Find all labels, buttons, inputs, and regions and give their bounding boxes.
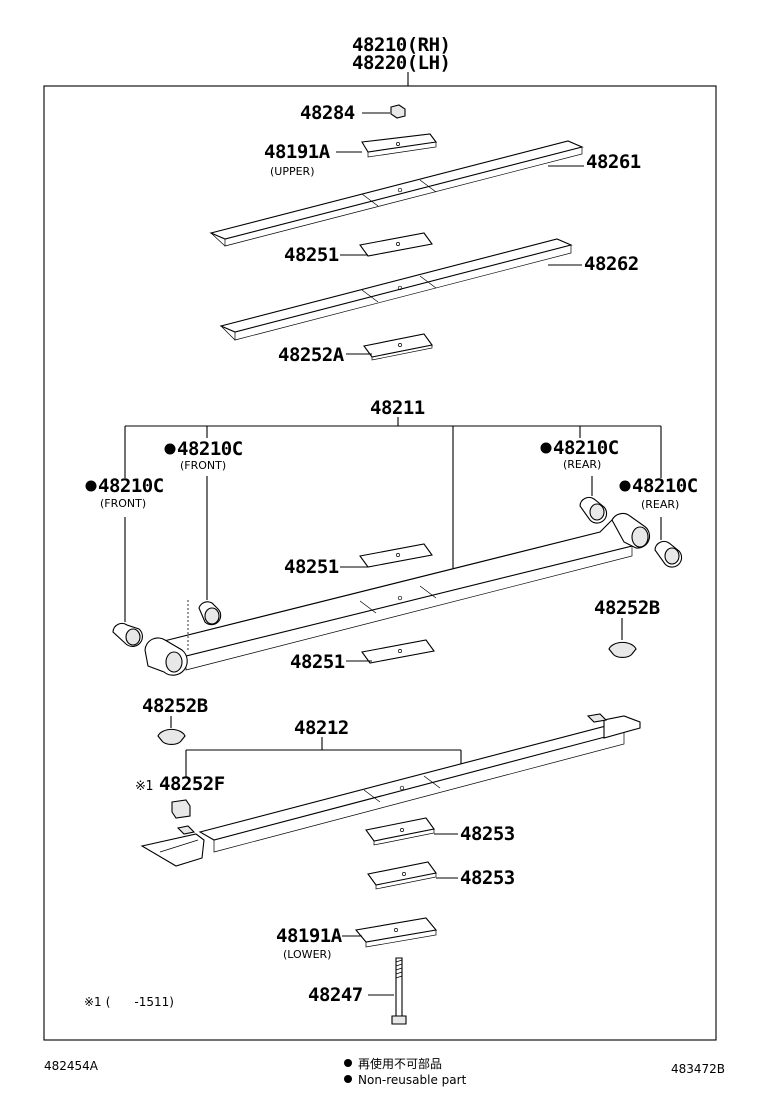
insert-48252a-shape xyxy=(363,333,433,358)
clip-48252b-right[interactable]: 48252B xyxy=(594,597,660,658)
bushing-rear-inner-note: (REAR) xyxy=(563,458,601,471)
insert-48252a[interactable]: 48252A xyxy=(278,333,433,366)
main-leaf-48211[interactable] xyxy=(144,512,651,676)
assembly-lh-label: 48220(LH) xyxy=(352,52,450,74)
non-reusable-dot-icon xyxy=(619,480,631,492)
insert-48251-b[interactable]: 48251 xyxy=(284,543,433,578)
code-left: 482454A xyxy=(44,1059,99,1073)
clip-f-icon xyxy=(171,799,191,819)
clip-f-label: 48252F xyxy=(159,773,225,795)
clip-left-icon xyxy=(157,728,186,745)
assembly-frame xyxy=(43,85,717,1041)
legend-en: Non-reusable part xyxy=(358,1073,467,1087)
insert-48253-a-shape xyxy=(365,817,435,842)
insert-48253-a[interactable]: 48253 xyxy=(365,817,515,846)
center-bolt-head xyxy=(391,1015,407,1025)
insert-48251-c-shape xyxy=(361,639,435,664)
legend-dot-icon xyxy=(344,1059,352,1067)
insert-48253-a-label: 48253 xyxy=(460,823,515,845)
bushing-front-inner[interactable]: 48210C (FRONT) xyxy=(164,438,243,626)
insert-48253-b[interactable]: 48253 xyxy=(367,861,515,890)
second-leaf-label: 48212 xyxy=(294,717,349,739)
footnote: ※1( -1511) xyxy=(84,995,174,1009)
lower-pad-note: (LOWER) xyxy=(283,948,331,961)
leaf-48261-label: 48261 xyxy=(586,151,641,173)
bushing-rear-inner[interactable]: 48210C (REAR) xyxy=(540,437,619,524)
non-reusable-dot-icon xyxy=(164,443,176,455)
code-right: 483472B xyxy=(671,1062,725,1076)
upper-pad-note: (UPPER) xyxy=(270,165,315,178)
lower-pad-shape xyxy=(354,917,438,943)
bushing-rear-outer[interactable]: 48210C (REAR) xyxy=(619,475,698,568)
main-leaf-48211-callout: 48211 xyxy=(124,397,662,580)
main-leaf-shape xyxy=(158,515,637,657)
non-reusable-dot-icon xyxy=(85,480,97,492)
upper-pad-48191a[interactable]: 48191A (UPPER) xyxy=(264,133,437,178)
center-bolt-shank xyxy=(395,957,403,1017)
insert-48251-b-shape xyxy=(359,543,433,568)
center-bolt-48247[interactable]: 48247 xyxy=(308,957,407,1025)
bushing-front-inner-label: 48210C xyxy=(177,438,243,460)
second-leaf-front-clip xyxy=(140,833,205,867)
leaf-48262-shape xyxy=(219,238,573,333)
lower-pad-48191a[interactable]: 48191A (LOWER) xyxy=(276,917,438,961)
bushing-front-outer-note: (FRONT) xyxy=(100,497,146,510)
insert-48251-a[interactable]: 48251 xyxy=(284,232,433,266)
lower-pad-label: 48191A xyxy=(276,925,343,947)
non-reusable-dot-icon xyxy=(540,442,552,454)
leaf-48261[interactable]: 48261 xyxy=(209,140,641,247)
bushing-rear-inner-label: 48210C xyxy=(553,437,619,459)
clip-48252b-left[interactable]: 48252B xyxy=(142,695,208,745)
main-leaf-label: 48211 xyxy=(370,397,425,419)
leaf-48262[interactable]: 48262 xyxy=(219,238,639,341)
assembly-rh-label: 48210(RH) xyxy=(352,34,450,56)
insert-48251-b-label: 48251 xyxy=(284,556,339,578)
bushing-front-outer-label: 48210C xyxy=(98,475,164,497)
insert-48251-c[interactable]: 48251 xyxy=(290,639,435,673)
center-bolt-label: 48247 xyxy=(308,984,363,1006)
second-leaf-48212[interactable]: 48212 xyxy=(140,713,641,867)
bushing-front-inner-note: (FRONT) xyxy=(180,459,226,472)
nut-label: 48284 xyxy=(300,102,355,124)
legend-jp: 再使用不可部品 xyxy=(358,1056,442,1071)
second-leaf-rear-clip xyxy=(603,715,641,739)
nut-icon xyxy=(390,104,406,119)
upper-pad-label: 48191A xyxy=(264,141,331,163)
nut-48284[interactable]: 48284 xyxy=(300,102,406,124)
clip-48252f[interactable]: ※1 48252F xyxy=(135,773,225,819)
insert-48251-c-label: 48251 xyxy=(290,651,345,673)
clip-right-label: 48252B xyxy=(594,597,660,619)
bushing-rear-outer-label: 48210C xyxy=(632,475,698,497)
clip-left-label: 48252B xyxy=(142,695,208,717)
insert-48251-a-label: 48251 xyxy=(284,244,339,266)
insert-48251-a-shape xyxy=(359,232,433,257)
leaf-48262-label: 48262 xyxy=(584,253,639,275)
bushing-front-outer[interactable]: 48210C (FRONT) xyxy=(85,475,164,647)
insert-48253-b-label: 48253 xyxy=(460,867,515,889)
insert-48252a-label: 48252A xyxy=(278,344,345,366)
legend-dot-icon xyxy=(344,1075,352,1083)
insert-48253-b-shape xyxy=(367,861,437,886)
bushing-rear-outer-note: (REAR) xyxy=(641,498,679,511)
clip-right-icon xyxy=(608,641,637,658)
clip-f-mark: ※1 xyxy=(135,779,153,794)
